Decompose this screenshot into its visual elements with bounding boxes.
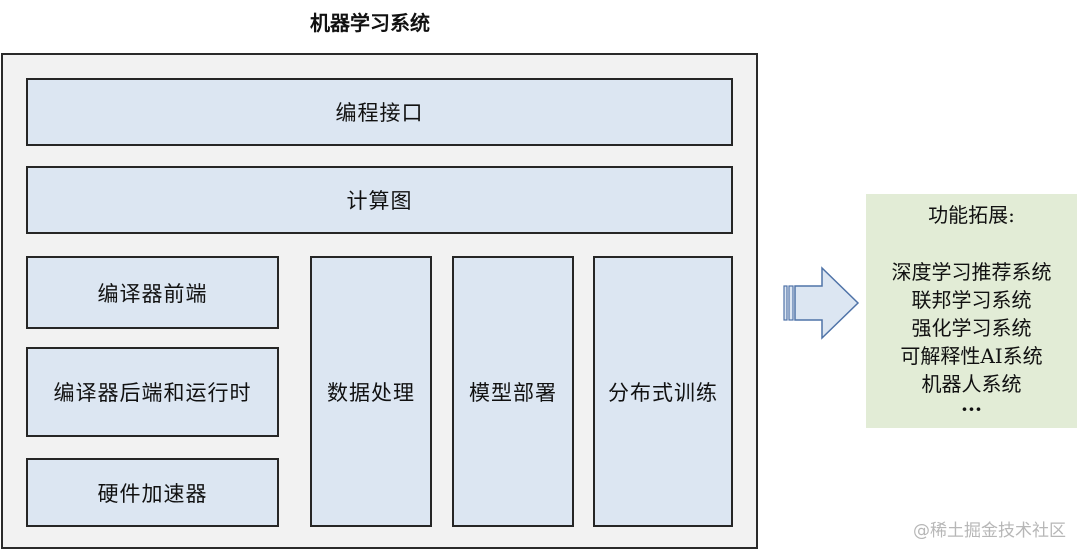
compiler-backend-runtime-box: 编译器后端和运行时 (26, 347, 279, 437)
extension-arrow (783, 266, 860, 340)
data-processing-label: 数据处理 (327, 380, 415, 405)
programming-interface-label: 编程接口 (335, 101, 424, 125)
compiler-backend-runtime-label: 编译器后端和运行时 (53, 381, 252, 405)
data-processing-box: 数据处理 (310, 256, 432, 527)
arrow-stripe (788, 285, 794, 321)
feature-item: 机器人系统 (921, 372, 1022, 396)
arrow-stripe (783, 285, 788, 321)
feature-item: 深度学习推荐系统 (891, 260, 1052, 284)
feature-item: 联邦学习系统 (911, 288, 1032, 312)
computation-graph-label: 计算图 (346, 189, 413, 213)
diagram-title: 机器学习系统 (310, 11, 430, 35)
feature-extension-list: 深度学习推荐系统 联邦学习系统 强化学习系统 可解释性AI系统 机器人系统 ··… (866, 258, 1077, 420)
feature-extension-heading: 功能拓展: (928, 203, 1015, 227)
distributed-training-box: 分布式训练 (593, 256, 733, 527)
distributed-training-label: 分布式训练 (608, 380, 718, 405)
arrow-body (794, 266, 860, 340)
feature-extension-panel: 功能拓展: 深度学习推荐系统 联邦学习系统 强化学习系统 可解释性AI系统 机器… (866, 194, 1077, 428)
computation-graph-box: 计算图 (26, 166, 733, 234)
watermark: @稀土掘金技术社区 (913, 521, 1066, 541)
model-deployment-box: 模型部署 (452, 256, 574, 527)
feature-item-ellipsis: ··· (961, 397, 982, 421)
compiler-frontend-label: 编译器前端 (97, 281, 208, 306)
hardware-accelerator-box: 硬件加速器 (26, 458, 279, 527)
feature-item: 可解释性AI系统 (900, 344, 1043, 368)
feature-item: 强化学习系统 (911, 316, 1032, 340)
model-deployment-label: 模型部署 (469, 380, 557, 405)
compiler-frontend-box: 编译器前端 (26, 256, 279, 329)
hardware-accelerator-label: 硬件加速器 (97, 481, 208, 506)
programming-interface-box: 编程接口 (26, 78, 733, 146)
